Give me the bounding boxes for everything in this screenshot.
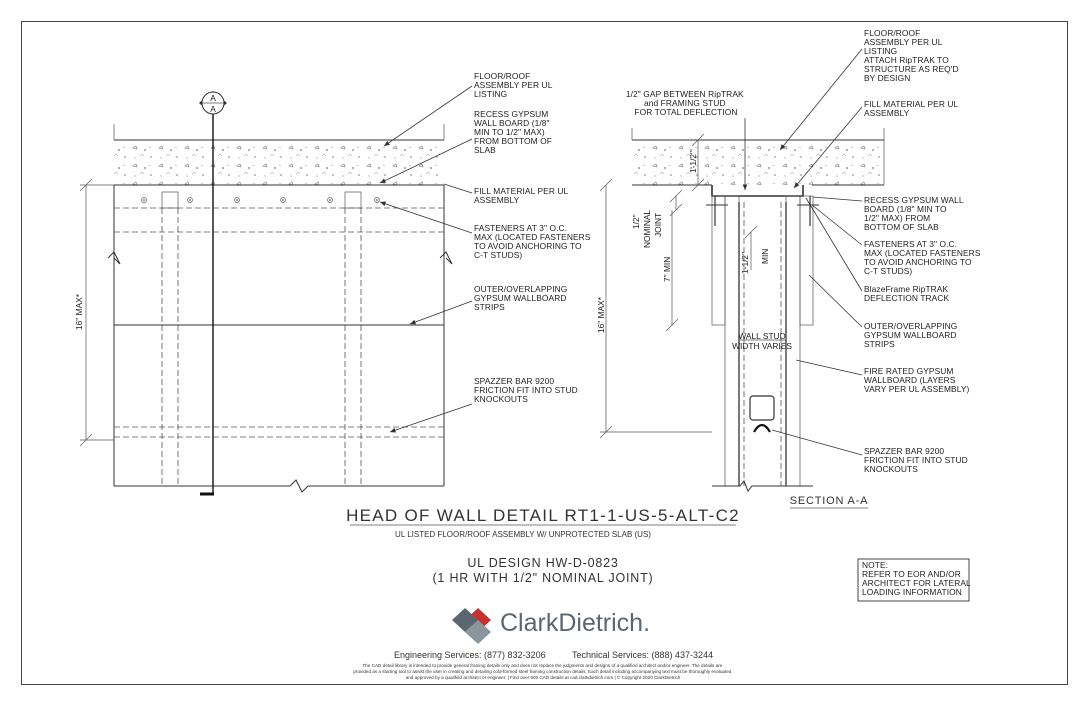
section-slab-edges: [632, 139, 884, 186]
sheet-border: [21, 21, 1068, 685]
note-floor-roof: FLOOR/ROOF ASSEMBLY PER UL LISTING: [474, 71, 555, 99]
section-marker: A A: [199, 91, 227, 115]
note-riptrak: BlazeFrame RipTRAK DEFLECTION TRACK: [864, 284, 951, 303]
section-view: 1-1/2" 1/2" NOMINAL JOINT 7" MIN 1-1/2" …: [596, 48, 885, 492]
disclaimer: The CAD detail library is intended to pr…: [353, 663, 732, 680]
svg-text:JOINT: JOINT: [653, 213, 663, 237]
stud-lines: [161, 208, 362, 486]
design-rating: (1 HR WITH 1/2" NOMINAL JOINT): [432, 571, 653, 585]
wall-edges: [113, 185, 445, 486]
concrete-slab: [114, 140, 444, 185]
note-recess-right: RECESS GYPSUM WALL BOARD (1/8" MIN TO 1/…: [864, 195, 966, 232]
brand-name: ClarkDietrich.: [500, 609, 650, 637]
track-lines: [114, 207, 444, 233]
svg-text:WIDTH VARIES: WIDTH VARIES: [732, 341, 792, 351]
height-dimension: 16" MAX*: [74, 178, 114, 447]
note-box: [857, 558, 970, 602]
stud-top: [344, 191, 362, 209]
stud-top: [161, 191, 179, 209]
break-mark: [439, 251, 453, 265]
slab-break-lines: [113, 124, 445, 140]
stud-flanges: [743, 202, 782, 486]
note-overlapping-strips: OUTER/OVERLAPPING GYPSUM WALLBOARD STRIP…: [474, 284, 570, 312]
technical-services: Technical Services: (888) 437-3244: [572, 650, 713, 660]
section-slab-break: [631, 128, 885, 185]
wall-stud: [738, 202, 787, 486]
note-spazzer-bar: SPAZZER BAR 9200 FRICTION FIT INTO STUD …: [474, 376, 580, 404]
spazzer-bar: [114, 426, 444, 438]
detail-subtitle: UL LISTED FLOOR/ROOF ASSEMBLY W/ UNPROTE…: [395, 530, 651, 539]
section-spazzer-bar: [749, 395, 775, 433]
note-overlapping-right: OUTER/OVERLAPPING GYPSUM WALLBOARD STRIP…: [864, 321, 960, 349]
wall-bottom: [114, 479, 444, 493]
note-spazzer-right: SPAZZER BAR 9200 FRICTION FIT INTO STUD …: [864, 446, 970, 474]
note-fill-material: FILL MATERIAL PER UL ASSEMBLY: [474, 186, 570, 205]
note-fire-rated: FIRE RATED GYPSUM WALLBOARD (LAYERS VARY…: [864, 366, 970, 394]
deflection-track: [711, 185, 804, 197]
clarkdietrich-logo-icon: [452, 608, 491, 644]
slab-edges: [114, 139, 444, 186]
section-dimensions: 1-1/2" 1/2" NOMINAL JOINT 7" MIN 1-1/2" …: [596, 133, 792, 439]
elevation-view: A A 16" MAX*: [74, 85, 473, 496]
outer-strip-right: [799, 195, 814, 326]
height-dimension-label: 16" MAX*: [74, 293, 84, 330]
engineering-services: Engineering Services: (877) 832-3206: [394, 650, 546, 660]
break-mark: [107, 251, 121, 265]
svg-text:NOMINAL: NOMINAL: [642, 210, 652, 249]
svg-text:1-1/2": 1-1/2": [740, 252, 750, 274]
svg-text:WALL STUD: WALL STUD: [738, 331, 785, 341]
section-bottom: [712, 480, 813, 492]
svg-text:1/2": 1/2": [631, 214, 641, 229]
elevation-notes: FLOOR/ROOF ASSEMBLY PER UL LISTING RECES…: [474, 71, 593, 404]
note-fasteners: FASTENERS AT 3" O.C. MAX (LOCATED FASTEN…: [474, 223, 593, 260]
detail-title: HEAD OF WALL DETAIL RT1-1-US-5-ALT-C2: [346, 506, 740, 525]
design-number: UL DESIGN HW-D-0823: [467, 556, 618, 570]
note-box-text: NOTE: REFER TO EOR AND/OR ARCHITECT FOR …: [862, 560, 973, 597]
note-fasteners-right: FASTENERS AT 3" O.C. MAX (LOCATED FASTEN…: [864, 239, 983, 276]
section-notes: FLOOR/ROOF ASSEMBLY PER UL LISTING ATTAC…: [864, 28, 983, 474]
section-marker-top: A: [210, 93, 216, 103]
section-slab: [632, 140, 884, 185]
track-legs: [714, 196, 811, 226]
svg-text:16" MAX*: 16" MAX*: [596, 296, 606, 333]
fastener-row: [141, 197, 380, 203]
svg-text:1-1/2": 1-1/2": [688, 151, 698, 173]
svg-text:MIN: MIN: [760, 249, 770, 264]
outer-strip-left: [711, 195, 726, 326]
svg-text:7" MIN: 7" MIN: [662, 257, 672, 282]
section-label: SECTION A-A: [790, 495, 868, 507]
note-floor-roof-right: FLOOR/ROOF ASSEMBLY PER UL LISTING ATTAC…: [864, 28, 961, 83]
section-marker-bottom: A: [210, 104, 216, 114]
note-fill-material-right: FILL MATERIAL PER UL ASSEMBLY: [864, 99, 960, 118]
note-gap: 1/2" GAP BETWEEN RipTRAK and FRAMING STU…: [626, 89, 746, 117]
note-recess-gypsum: RECESS GYPSUM WALL BOARD (1/8" MIN TO 1/…: [474, 109, 554, 155]
